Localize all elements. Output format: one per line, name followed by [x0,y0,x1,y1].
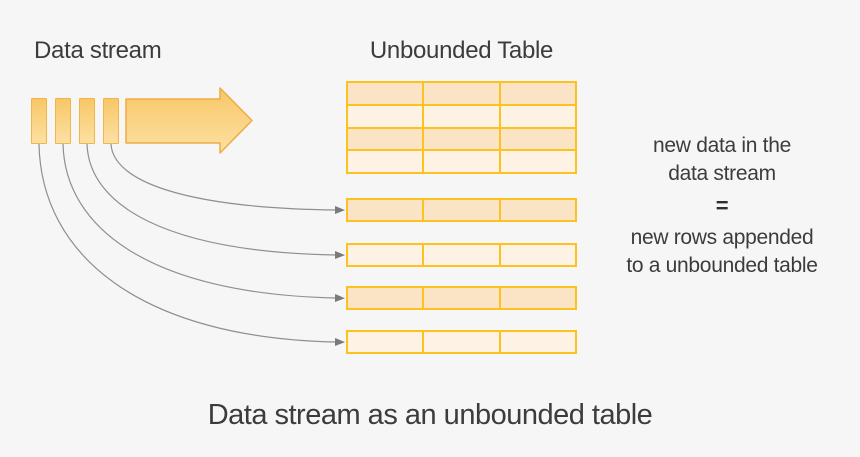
data-stream-label: Data stream [34,37,162,64]
table-cell [423,127,500,151]
equivalence-line: data stream [668,162,776,185]
curved-arrow-icon [86,143,345,259]
stream-event-bar [79,98,95,144]
table-cell [499,127,576,151]
curved-arrow-icon [62,143,345,302]
table-cell [499,150,576,173]
unbounded-table-header-block [346,81,577,174]
table-cell [423,150,500,173]
table-cell [347,104,424,128]
table-cell [423,199,500,221]
table-cell [499,331,576,353]
table-cell [347,199,424,221]
table-cell [347,244,424,266]
equivalence-line: new data in the [653,134,791,157]
stream-event-bar [31,98,47,144]
equivalence-line: new rows appended [630,226,814,249]
table-cell [499,104,576,128]
appended-row [346,243,577,267]
equals-sign: = [715,193,729,218]
table-cell [423,287,500,309]
equivalence-line: to a unbounded table [626,254,818,277]
table-cell [423,104,500,128]
appended-row [346,198,577,222]
diagram-caption: Data stream as an unbounded table [207,399,653,431]
stream-event-bar [55,98,71,144]
right-arrow-icon [125,87,253,154]
table-cell [347,127,424,151]
table-cell [347,150,424,173]
table-cell [347,331,424,353]
curved-arrow-icon [110,143,345,214]
table-cell [423,331,500,353]
table-cell [347,287,424,309]
table-cell [423,244,500,266]
equivalence-note: new data in the data stream = new rows a… [602,132,842,280]
unbounded-table-label: Unbounded Table [369,37,554,64]
table-cell [347,82,424,105]
appended-row [346,330,577,354]
table-cell [499,244,576,266]
table-cell [499,199,576,221]
stream-event-bar [103,98,119,144]
table-cell [423,82,500,105]
table-cell [499,287,576,309]
table-cell [499,82,576,105]
appended-row [346,286,577,310]
stream-event-bars [31,98,119,144]
curved-arrow-icon [38,143,345,346]
